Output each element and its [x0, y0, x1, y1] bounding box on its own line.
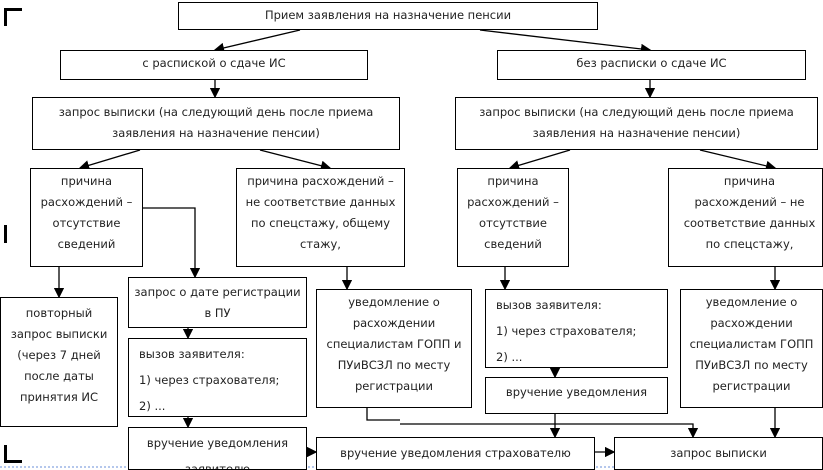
right-reason-missing-box: причина расхождений – отсутствие сведени…	[457, 168, 569, 267]
right-reason-mismatch-box: причина расхождений – не соответствие да…	[668, 168, 823, 267]
left-reason-mismatch-box: причина расхождений – не соответствие да…	[236, 168, 405, 267]
call-item: 2) ...	[139, 399, 166, 413]
insurer-handover-box: вручение уведомления страхователю	[316, 437, 595, 470]
left-notify-box: уведомление о расхождении специалистам Г…	[316, 289, 472, 408]
with-receipt-box: с распиской о сдаче ИС	[60, 50, 368, 80]
repeat-request-box: повторный запрос выписки (через 7 дней п…	[0, 297, 118, 427]
corner-mark	[4, 8, 7, 26]
right-call-box: вызов заявителя: 1) через страхователя; 2)…	[485, 289, 668, 368]
left-handover-box: вручение уведомления заявителю	[128, 427, 307, 470]
start-box: Прием заявления на назначение пенсии	[178, 2, 598, 30]
corner-mark	[4, 8, 22, 11]
right-request-box: запрос выписки (на следующий день после …	[455, 97, 818, 150]
corner-mark	[4, 445, 7, 463]
final-request-box: запрос выписки	[614, 437, 823, 470]
right-handover-box: вручение уведомления заявителю	[485, 377, 668, 414]
side-mark	[4, 225, 7, 243]
without-receipt-box: без расписки о сдаче ИС	[497, 50, 806, 80]
right-notify-box: уведомление о расхождении специалистам Г…	[680, 289, 823, 408]
date-request-box: запрос о дате регистрации в ПУ	[128, 277, 307, 328]
left-request-box: запрос выписки (на следующий день после …	[32, 97, 400, 150]
corner-mark	[4, 460, 22, 463]
call-title: вызов заявителя:	[139, 347, 245, 361]
call-item: 2) ...	[496, 350, 523, 364]
left-reason-missing-box: причина расхождений – отсутствие сведени…	[30, 168, 143, 267]
call-title: вызов заявителя:	[496, 298, 602, 312]
left-call-box: вызов заявителя: 1) через страхователя; 2)…	[128, 338, 307, 417]
call-item: 1) через страхователя;	[496, 324, 637, 338]
call-item: 1) через страхователя;	[139, 373, 280, 387]
